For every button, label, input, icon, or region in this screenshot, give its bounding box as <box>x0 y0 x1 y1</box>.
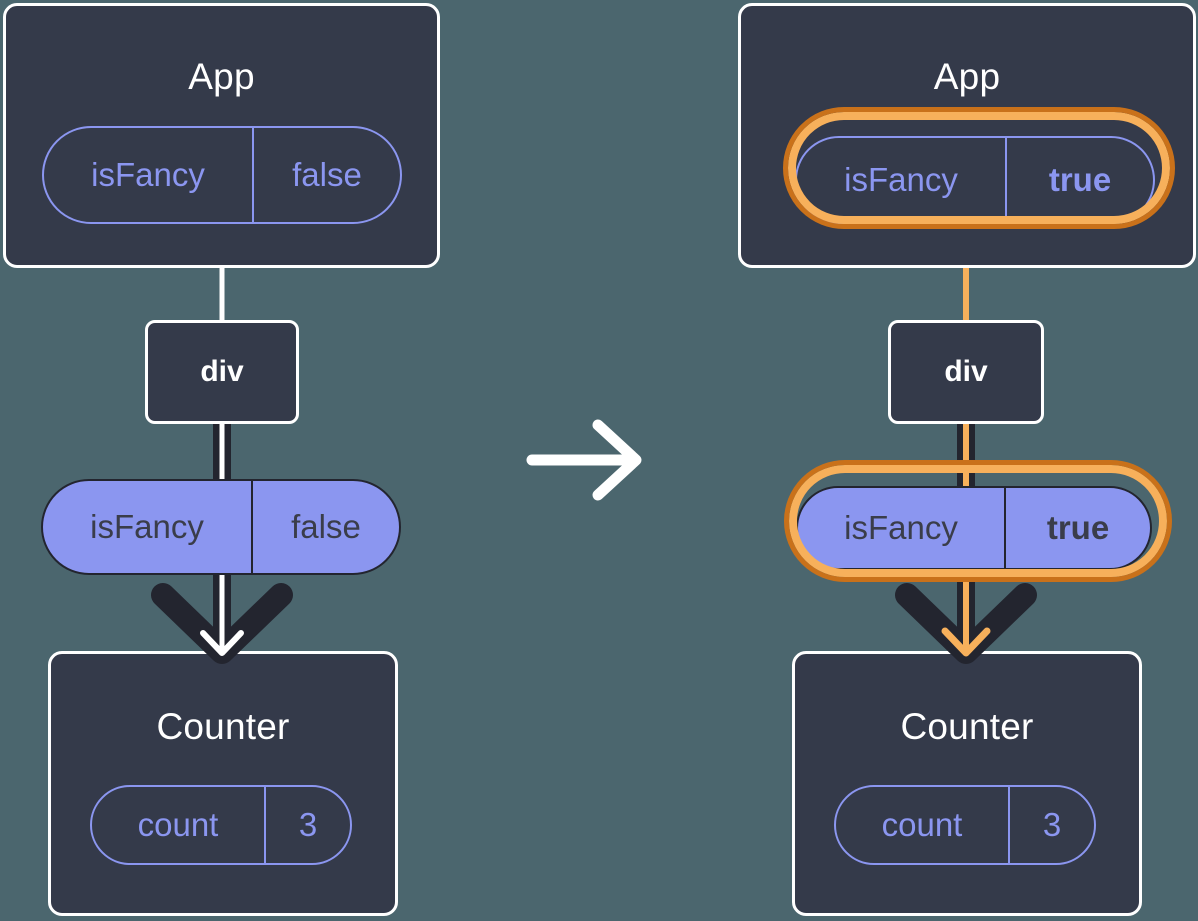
component-title-app: App <box>188 56 255 97</box>
tag-label-div: div <box>200 355 244 388</box>
state-pill-counter-key: count <box>881 806 963 843</box>
component-box-counter[interactable]: Counter <box>792 651 1142 916</box>
tag-label-div: div <box>944 355 988 388</box>
state-pill-app-isfancy[interactable]: isFancy false <box>42 126 402 224</box>
tag-box-div[interactable]: div <box>145 320 299 424</box>
prop-pill-isfancy[interactable]: isFancy false <box>41 479 401 575</box>
component-title-counter: Counter <box>900 706 1034 747</box>
component-title-app: App <box>933 56 1001 97</box>
state-pill-app-value: false <box>252 128 400 222</box>
state-pill-app-key: isFancy <box>844 161 958 198</box>
tag-box-div[interactable]: div <box>888 320 1044 424</box>
prop-pill-value: false <box>251 481 399 573</box>
state-pill-counter-count[interactable]: count 3 <box>90 785 352 865</box>
component-title-counter: Counter <box>156 706 290 747</box>
state-pill-app-isfancy[interactable]: isFancy true <box>795 136 1155 224</box>
component-box-counter[interactable]: Counter <box>48 651 398 916</box>
prop-pill-isfancy[interactable]: isFancy true <box>796 486 1152 570</box>
state-pill-counter-key: count <box>137 806 219 843</box>
state-pill-app-key: isFancy <box>91 156 205 193</box>
after-panel: App isFancy true div isFancy true <box>736 0 1196 921</box>
before-panel: App isFancy false div isFancy false Coun… <box>0 0 460 921</box>
prop-pill-key: isFancy <box>90 508 204 545</box>
state-pill-counter-value: 3 <box>264 787 350 863</box>
state-pill-counter-value: 3 <box>1008 787 1094 863</box>
transition-arrow-icon <box>526 419 642 501</box>
state-pill-counter-count[interactable]: count 3 <box>834 785 1096 865</box>
prop-pill-value: true <box>1004 488 1150 568</box>
state-pill-app-value: true <box>1005 138 1153 222</box>
prop-pill-key: isFancy <box>844 509 958 546</box>
